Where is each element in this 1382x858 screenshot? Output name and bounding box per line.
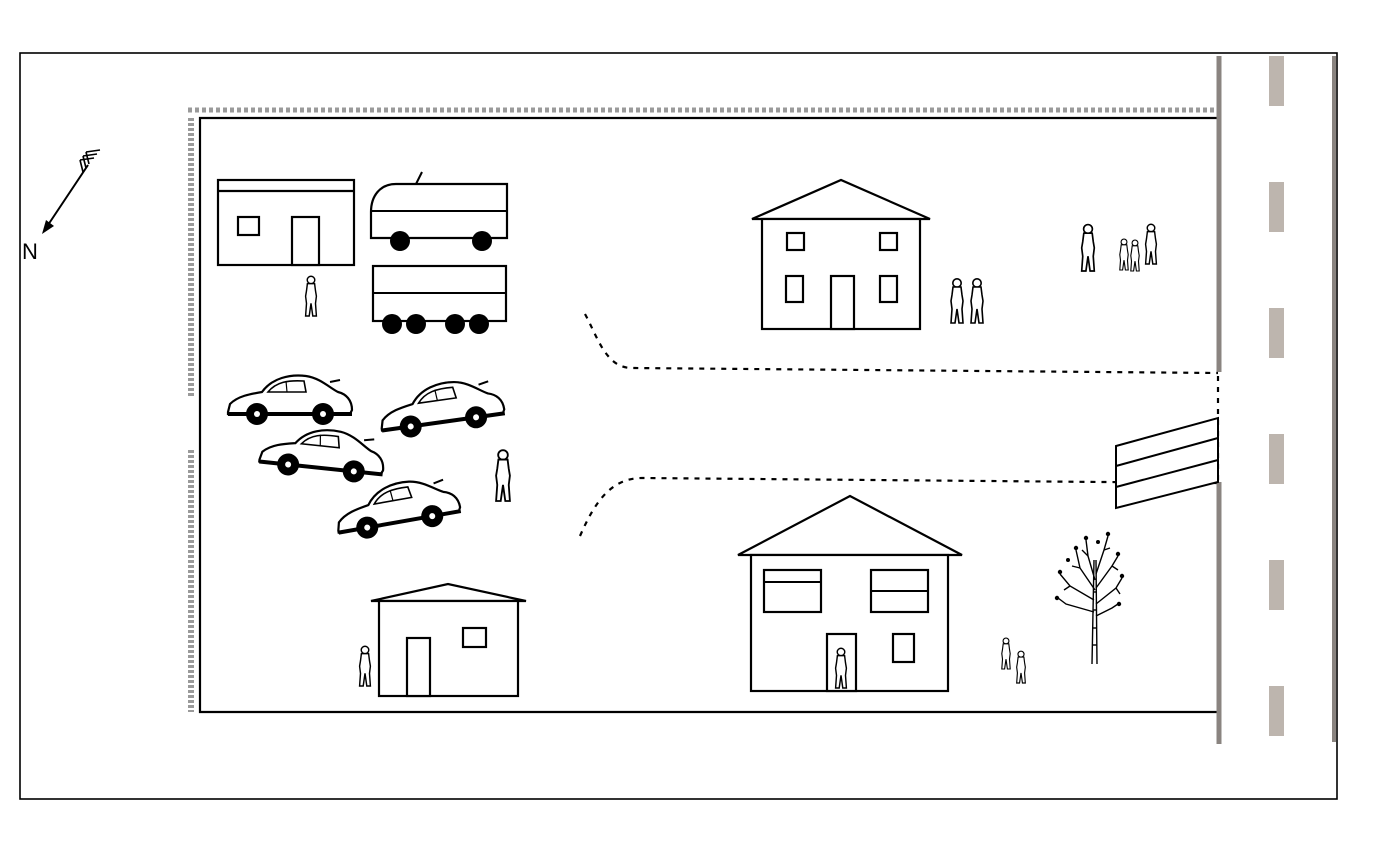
person-icon [1144, 223, 1158, 265]
person-icon [1001, 637, 1011, 670]
trolleybus-icon [369, 171, 509, 251]
compass-label: N [22, 239, 38, 264]
garage-icon [216, 178, 356, 267]
person-icon [358, 645, 372, 687]
north-arrow-icon [42, 149, 101, 234]
person-icon [495, 449, 511, 502]
car-icon [256, 421, 389, 488]
outer-frame [19, 52, 1338, 800]
fence [188, 107, 1216, 712]
car-icon [226, 373, 354, 427]
site-boundary [198, 116, 1218, 714]
house-icon [751, 178, 931, 331]
person-icon [970, 277, 984, 324]
car-icon [329, 471, 465, 546]
gate-icon [1115, 416, 1219, 510]
house-icon [370, 582, 527, 698]
person-icon [1080, 223, 1096, 272]
person-icon [950, 277, 964, 324]
person-icon [1016, 650, 1026, 684]
driveway [578, 313, 1220, 537]
house-icon [737, 494, 963, 693]
trailer-icon [371, 264, 508, 334]
tree-icon [1054, 531, 1125, 665]
road [1216, 56, 1336, 744]
person-icon [1130, 239, 1140, 272]
car-icon [374, 373, 509, 444]
person-icon [304, 275, 318, 317]
person-icon [1119, 238, 1129, 271]
